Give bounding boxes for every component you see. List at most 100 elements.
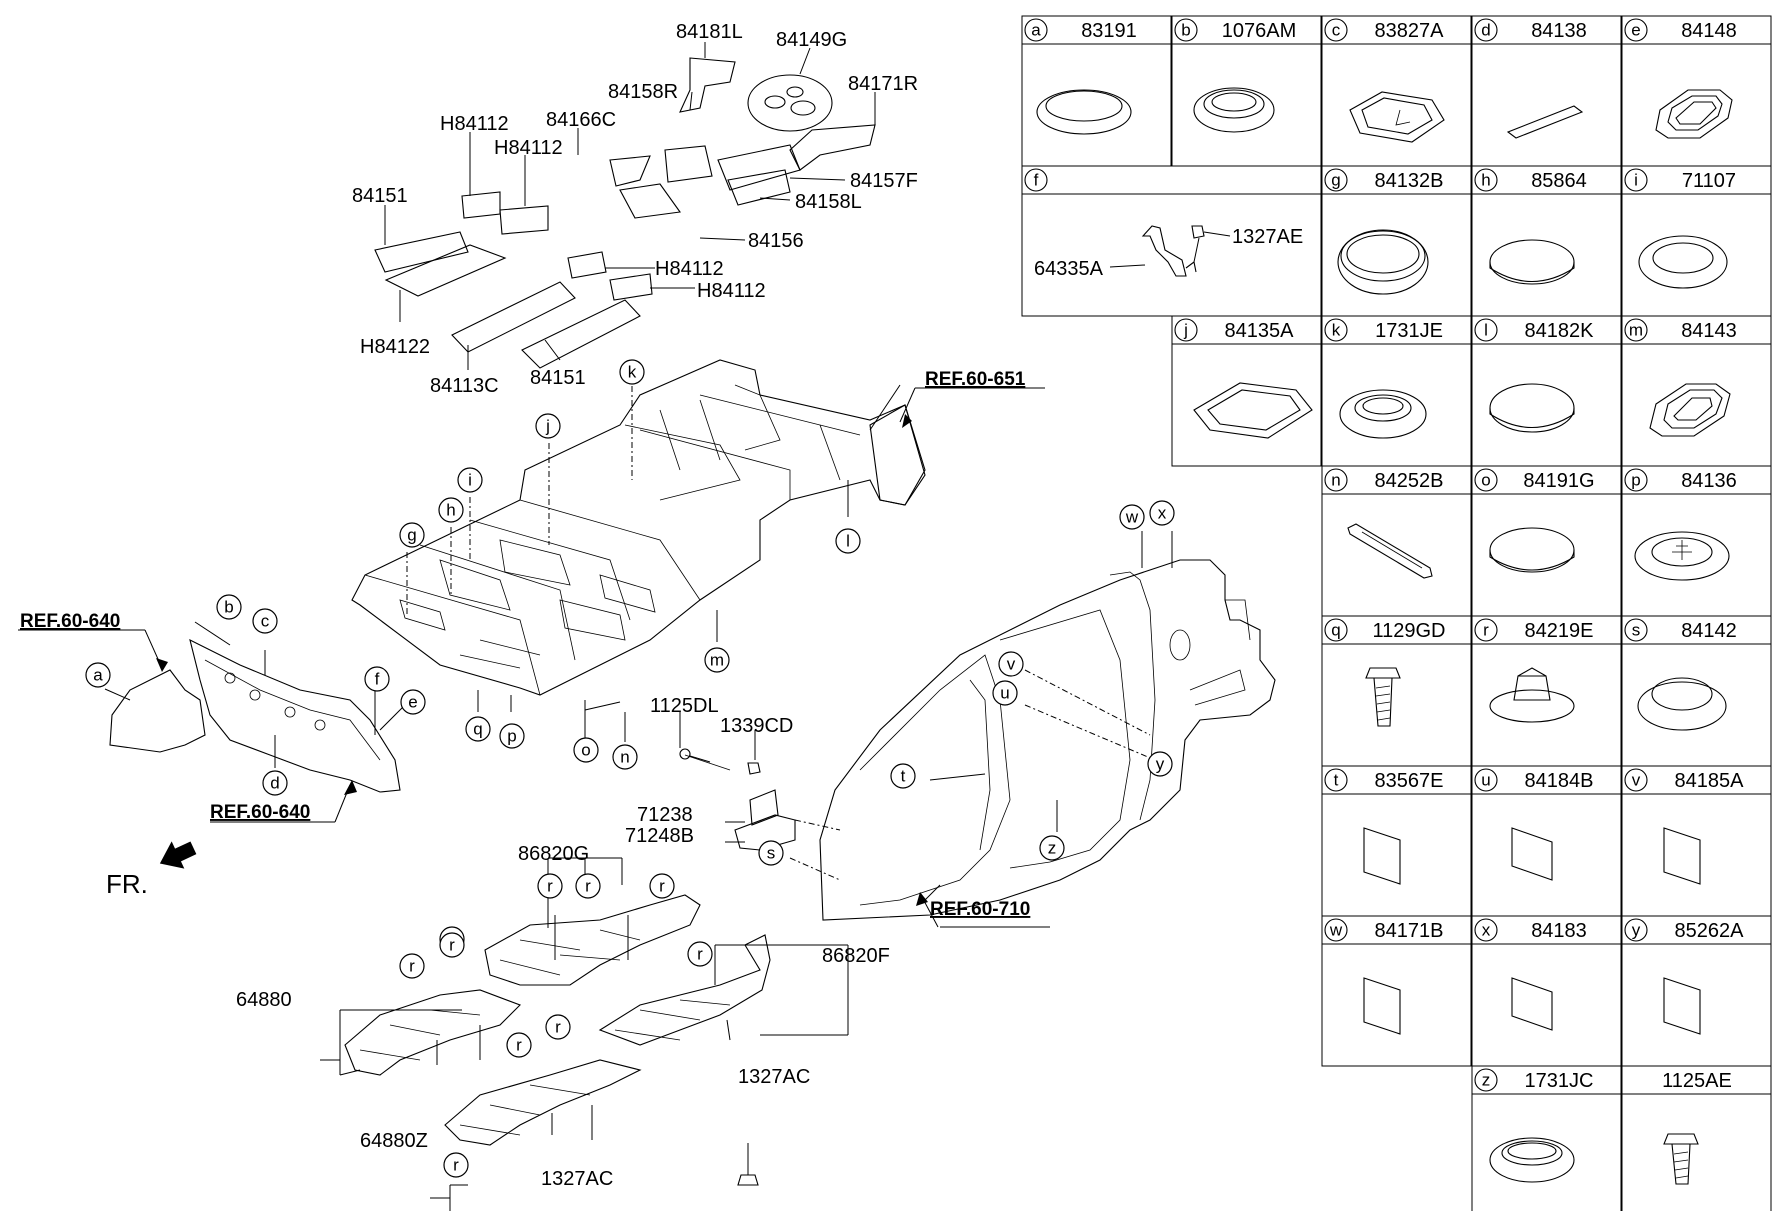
svg-text:a: a xyxy=(1031,21,1041,40)
label-84151-b: 84151 xyxy=(530,367,586,389)
svg-text:d: d xyxy=(270,774,279,793)
under-covers xyxy=(320,857,849,1211)
floor-dashed-leaders xyxy=(406,384,901,742)
pad-leader-lines xyxy=(384,42,876,370)
callout-w: w xyxy=(1119,504,1145,530)
ref-60-651: REF.60-651 xyxy=(925,369,1026,390)
callout-p: p xyxy=(499,723,525,749)
label-84158R: 84158R xyxy=(608,81,678,103)
label-H84112-d: H84112 xyxy=(697,280,766,302)
svg-text:84184B: 84184B xyxy=(1525,770,1594,792)
part-image-u xyxy=(1511,827,1553,881)
side-body xyxy=(819,387,1276,928)
table-cell-a: a 83191 xyxy=(1021,15,1172,167)
svg-text:r: r xyxy=(449,936,455,955)
part-image-m xyxy=(1649,383,1731,437)
svg-text:x: x xyxy=(1158,504,1167,523)
callout-r-6: r xyxy=(399,953,425,979)
front-label: FR. xyxy=(106,869,148,899)
part-image-d xyxy=(1506,105,1584,139)
svg-text:84148: 84148 xyxy=(1681,20,1737,42)
part-image-w xyxy=(1363,977,1401,1035)
svg-text:m: m xyxy=(1629,321,1643,340)
svg-text:c: c xyxy=(1332,21,1341,40)
svg-text:r: r xyxy=(659,877,665,896)
svg-text:1076AM: 1076AM xyxy=(1222,20,1297,42)
svg-text:84143: 84143 xyxy=(1681,320,1737,342)
callout-d: d xyxy=(262,770,288,796)
part-image-v xyxy=(1663,827,1701,885)
part-image-o xyxy=(1489,527,1575,573)
callout-o: o xyxy=(573,737,599,763)
label-1327AE: 1327AE xyxy=(1232,226,1303,248)
table-cell-m: m 84143 xyxy=(1621,315,1772,467)
svg-text:84136: 84136 xyxy=(1681,470,1737,492)
ref-60-640-a: REF.60-640 xyxy=(20,611,120,632)
svg-text:r: r xyxy=(697,945,703,964)
part-image-r xyxy=(1489,667,1575,723)
part-image-h xyxy=(1489,239,1575,285)
label-1327AC-a: 1327AC xyxy=(738,1066,810,1088)
svg-text:o: o xyxy=(1481,471,1490,490)
callout-c: c xyxy=(252,608,278,634)
svg-text:84142: 84142 xyxy=(1681,620,1737,642)
callout-a: a xyxy=(85,662,111,688)
part-image-1125AE xyxy=(1663,1133,1699,1185)
svg-text:g: g xyxy=(1331,171,1340,190)
callout-h: h xyxy=(438,497,464,523)
label-H84112-b: H84112 xyxy=(494,137,563,159)
svg-text:k: k xyxy=(1332,321,1341,340)
callout-r-5: r xyxy=(687,941,713,967)
label-84181L: 84181L xyxy=(676,21,743,43)
callout-j: j xyxy=(535,413,561,439)
svg-text:r: r xyxy=(1483,621,1489,640)
svg-text:r: r xyxy=(409,957,415,976)
label-H84122: H84122 xyxy=(360,336,430,358)
label-H84112-c: H84112 xyxy=(655,258,724,280)
svg-text:p: p xyxy=(507,727,516,746)
svg-text:84132B: 84132B xyxy=(1375,170,1444,192)
svg-text:p: p xyxy=(1631,471,1640,490)
svg-text:r: r xyxy=(547,877,553,896)
callout-r-9: r xyxy=(545,1014,571,1040)
svg-text:q: q xyxy=(1331,621,1340,640)
svg-text:b: b xyxy=(224,598,233,617)
label-1125DL: 1125DL xyxy=(650,695,719,717)
part-image-l xyxy=(1489,383,1575,433)
svg-text:84219E: 84219E xyxy=(1525,620,1594,642)
svg-text:71107: 71107 xyxy=(1682,170,1736,192)
part-image-j xyxy=(1193,382,1313,439)
callout-v: v xyxy=(998,651,1024,677)
label-84171R: 84171R xyxy=(848,73,918,95)
part-images xyxy=(1036,87,1733,1185)
svg-text:84135A: 84135A xyxy=(1225,320,1295,342)
svg-text:83191: 83191 xyxy=(1081,20,1137,42)
callout-r-3: r xyxy=(649,873,675,899)
callout-r-7: r xyxy=(439,932,465,958)
svg-text:v: v xyxy=(1007,655,1016,674)
svg-text:k: k xyxy=(628,363,637,382)
part-image-z xyxy=(1489,1137,1575,1183)
svg-text:y: y xyxy=(1632,921,1641,940)
svg-text:j: j xyxy=(1183,321,1188,340)
label-86820F: 86820F xyxy=(822,945,890,967)
svg-text:84182K: 84182K xyxy=(1525,320,1595,342)
label-64880: 64880 xyxy=(236,989,292,1011)
svg-text:z: z xyxy=(1048,839,1057,858)
ref-60-710: REF.60-710 xyxy=(930,899,1030,920)
svg-text:g: g xyxy=(407,526,416,545)
svg-text:83827A: 83827A xyxy=(1375,20,1445,42)
svg-text:h: h xyxy=(1481,171,1490,190)
svg-text:i: i xyxy=(468,471,472,490)
callout-e: e xyxy=(400,689,426,715)
dash-panel xyxy=(18,621,406,823)
